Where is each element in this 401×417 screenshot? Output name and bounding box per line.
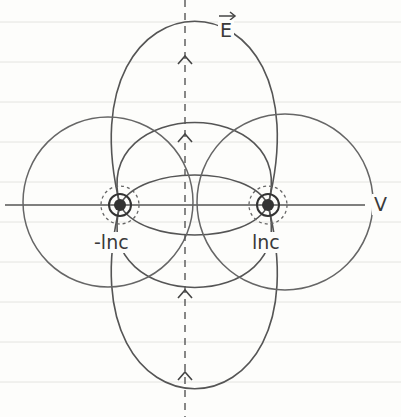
line-charges bbox=[109, 194, 279, 216]
charge-label: -lnc bbox=[92, 232, 131, 253]
inner-equipotentials bbox=[101, 186, 287, 224]
equipotential-circles bbox=[23, 114, 373, 290]
paper-ruling bbox=[0, 22, 401, 382]
direction-arrows bbox=[178, 56, 192, 380]
field-label: E bbox=[218, 20, 234, 41]
symmetry-axis bbox=[184, 0, 185, 417]
field-lines bbox=[5, 21, 365, 389]
potential-label: V bbox=[372, 194, 389, 215]
vector-arrow bbox=[219, 12, 235, 20]
charge-label: lnc bbox=[250, 232, 282, 253]
